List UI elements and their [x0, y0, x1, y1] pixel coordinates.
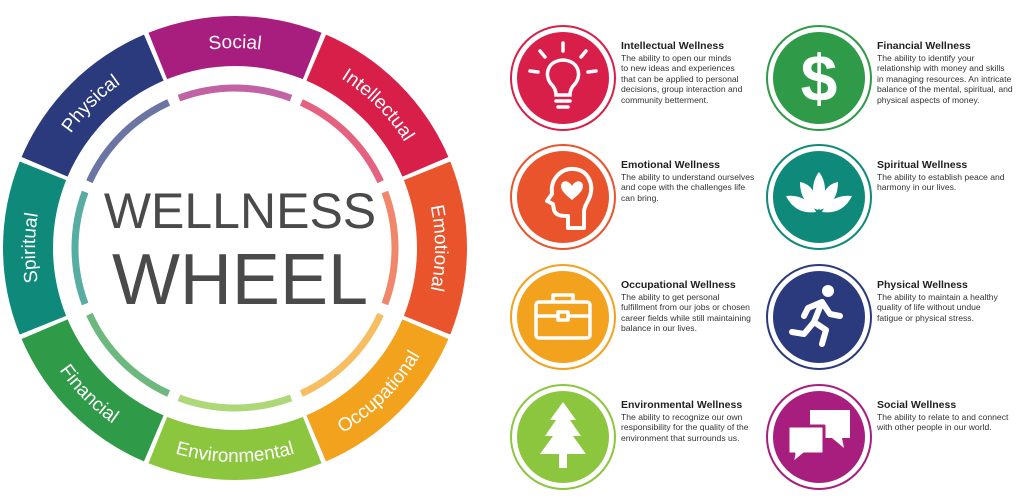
card-title: Emotional Wellness	[621, 159, 720, 171]
card-title: Occupational Wellness	[621, 279, 736, 291]
wheel-segment-social	[148, 16, 322, 80]
card-intellectual: Intellectual Wellness The ability to ope…	[510, 25, 760, 135]
inner-ring-arc-intellectual	[299, 99, 384, 184]
running-person-icon	[766, 264, 872, 370]
inner-ring-arc-emotional	[381, 190, 399, 306]
inner-color-ring	[71, 84, 399, 412]
wheel-segments	[2, 16, 468, 481]
lightbulb-icon	[510, 25, 616, 131]
card-title: Social Wellness	[877, 399, 957, 411]
wheel-segment-occupational	[306, 319, 449, 462]
inner-ring-arc-financial	[86, 312, 171, 397]
inner-ring-arc-occupational	[299, 312, 384, 397]
inner-ring-arc-physical	[86, 99, 171, 184]
heart-head-icon	[510, 144, 616, 250]
inner-ring-arc-spiritual	[71, 190, 89, 306]
card-title: Intellectual Wellness	[621, 40, 725, 52]
inner-ring-arc-environmental	[177, 394, 293, 412]
wheel-segment-physical	[21, 34, 164, 177]
card-environmental: Environmental Wellness The ability to re…	[510, 384, 760, 494]
card-spiritual: Spiritual Wellness The ability to establ…	[766, 144, 1016, 254]
wheel-title-line2: WHEEL	[112, 240, 368, 320]
svg-text:$: $	[801, 41, 838, 115]
card-occupational: Occupational Wellness The ability to get…	[510, 264, 760, 374]
wheel-center	[65, 78, 405, 418]
card-financial: $ Financial Wellness The ability to iden…	[766, 25, 1016, 135]
wellness-wheel: SocialIntellectualEmotionalOccupationalE…	[2, 16, 468, 481]
card-physical: Physical Wellness The ability to maintai…	[766, 264, 1016, 374]
wheel-segment-spiritual	[2, 161, 67, 335]
wheel-label-social: Social	[208, 32, 263, 55]
dollar-icon: $	[766, 25, 872, 131]
wheel-title-line1: WELLNESS	[104, 183, 376, 239]
tree-icon	[510, 384, 616, 490]
wheel-segment-environmental	[148, 416, 322, 481]
wheel-segment-emotional	[403, 161, 468, 335]
card-title: Environmental Wellness	[621, 399, 743, 411]
wheel-segment-financial	[21, 319, 164, 462]
card-title: Spiritual Wellness	[877, 159, 968, 171]
card-title: Physical Wellness	[877, 279, 968, 291]
card-emotional: Emotional Wellness The ability to unders…	[510, 144, 760, 254]
speech-bubbles-icon	[766, 384, 872, 490]
inner-ring-arc-social	[177, 84, 293, 102]
briefcase-icon	[510, 264, 616, 370]
wheel-label-spiritual: Spiritual	[19, 211, 43, 284]
card-title: Financial Wellness	[877, 40, 971, 52]
wheel-segment-intellectual	[306, 34, 449, 177]
lotus-icon	[766, 144, 872, 250]
card-social: Social Wellness The ability to relate to…	[766, 384, 1016, 494]
